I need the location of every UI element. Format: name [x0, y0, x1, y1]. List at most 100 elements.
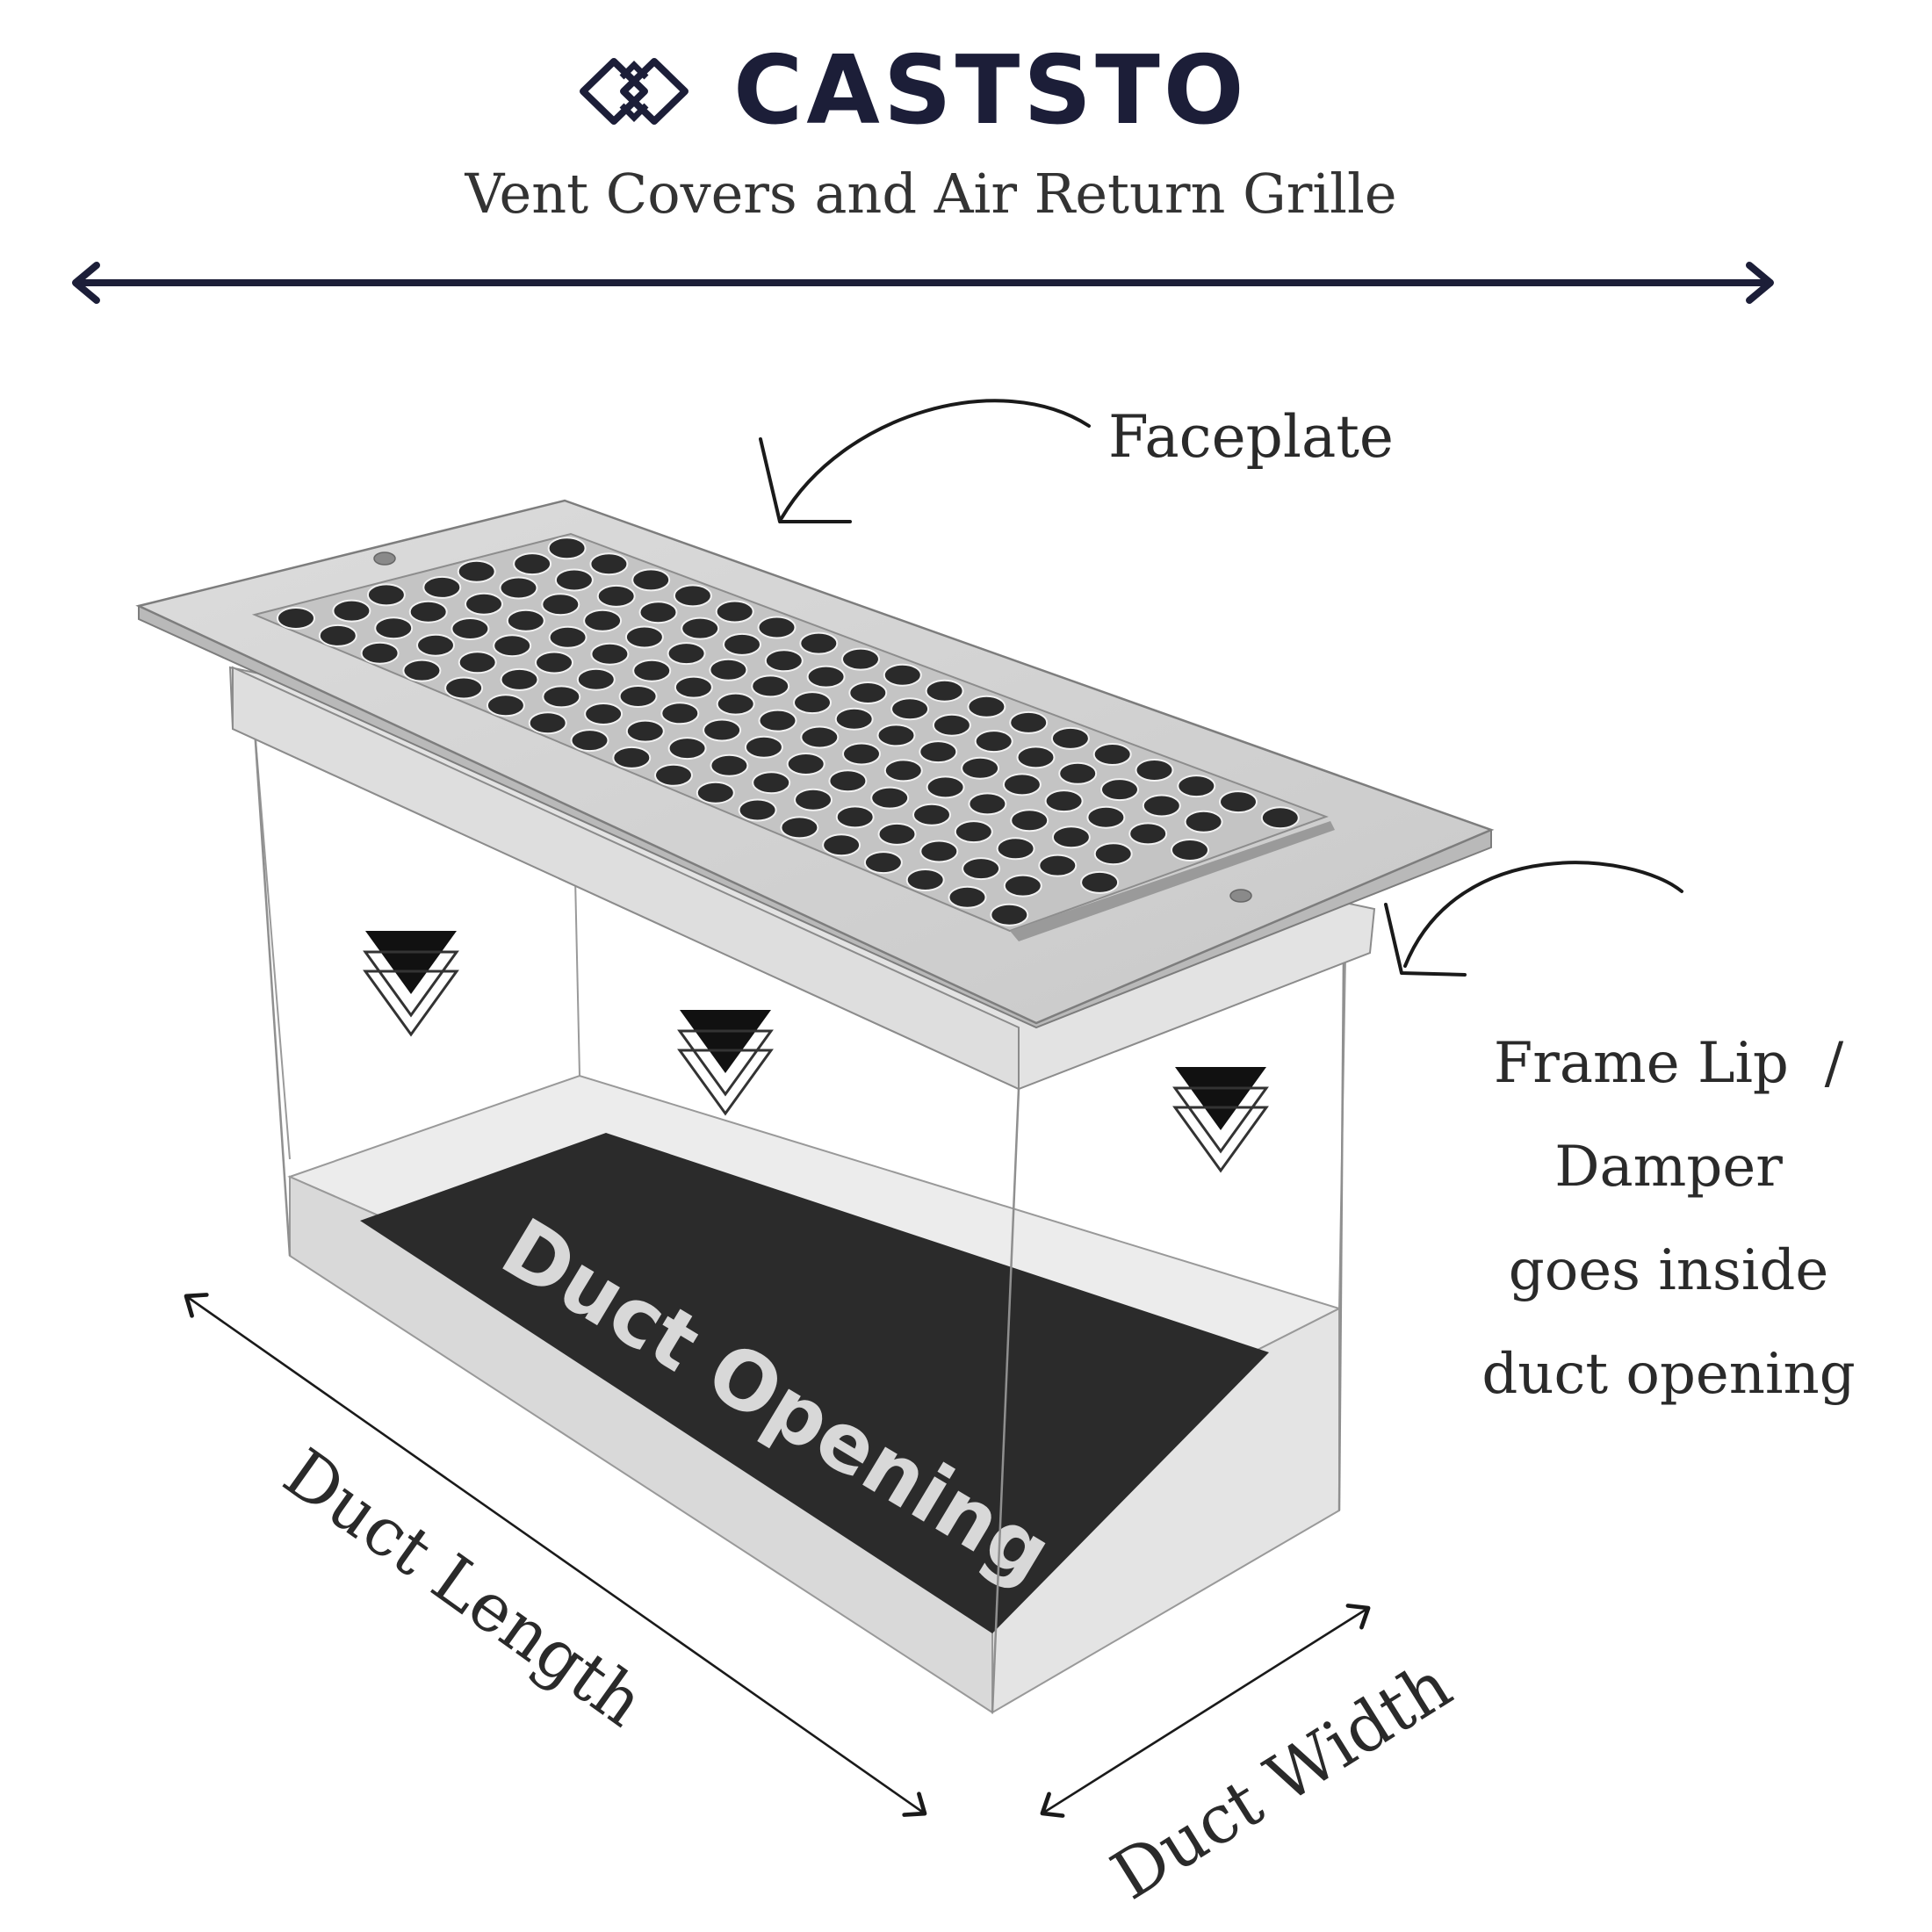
- duct-front-right-edge: [991, 1088, 1020, 1713]
- perforation-hole: [402, 659, 442, 682]
- frame-lip-line-3: goes inside: [1509, 1238, 1828, 1303]
- duct-width-arrow: [1040, 1604, 1371, 1818]
- perforation-hole: [654, 763, 693, 787]
- frame-lip-callout: Frame Lip / Damper goes inside duct open…: [1384, 861, 1856, 1407]
- perforation-hole: [618, 685, 658, 708]
- perforation-hole: [848, 681, 888, 704]
- perforation-hole: [703, 718, 742, 742]
- perforation-hole: [744, 735, 783, 759]
- perforation-hole: [870, 786, 910, 810]
- perforation-hole: [1219, 790, 1258, 814]
- perforation-hole: [738, 798, 777, 822]
- perforation-hole: [1050, 726, 1090, 750]
- duct-width-label: Duct Width: [1098, 1646, 1464, 1915]
- perforation-hole: [905, 869, 945, 891]
- perforation-hole: [416, 633, 455, 657]
- airflow-down-arrow-icon: [363, 931, 459, 1037]
- frame-lip-arrowhead: [1384, 903, 1467, 977]
- brand-header: CASTSTO Vent Covers and Air Return Grill…: [72, 36, 1774, 304]
- airflow-arrows: [363, 931, 1269, 1173]
- perforation-hole: [799, 631, 839, 655]
- perforation-hole: [506, 609, 545, 632]
- perforation-hole: [1086, 805, 1126, 829]
- perforation-hole: [996, 837, 1035, 861]
- perforation-hole: [576, 667, 616, 691]
- perforation-hole: [584, 703, 624, 725]
- perforation-hole: [1009, 710, 1049, 734]
- perforation-hole: [612, 746, 652, 769]
- perforation-hole: [883, 759, 923, 782]
- perforation-hole: [583, 609, 623, 632]
- duct-front-left-edge: [253, 728, 292, 1257]
- perforation-hole: [1135, 759, 1174, 782]
- perforation-hole: [624, 625, 664, 649]
- perforation-hole: [1128, 822, 1168, 846]
- perforation-hole: [780, 816, 819, 840]
- perforation-hole: [752, 771, 791, 795]
- perforation-hole: [974, 730, 1013, 753]
- perforation-hole: [570, 729, 609, 753]
- perforation-hole: [834, 707, 874, 731]
- screw-hole: [1229, 889, 1252, 903]
- diamond-logo-icon: [580, 58, 688, 125]
- frame-lip-line-4: duct opening: [1481, 1342, 1855, 1407]
- perforation-hole: [1044, 789, 1084, 813]
- perforation-hole: [786, 753, 825, 775]
- perforation-hole: [835, 805, 875, 829]
- perforation-hole: [493, 634, 532, 658]
- perforation-hole: [674, 675, 713, 699]
- perforation-hole: [710, 753, 749, 777]
- perforation-hole: [990, 903, 1029, 926]
- grille-bottom-slot: [1010, 821, 1335, 941]
- duct-back-right-edge: [1337, 956, 1345, 1511]
- perforation-hole: [541, 593, 580, 616]
- perforation-hole: [660, 702, 700, 725]
- perforation-hole: [912, 803, 951, 826]
- perforation-hole: [758, 709, 797, 732]
- perforation-hole: [277, 607, 315, 630]
- perforation-hole: [751, 674, 790, 698]
- perforation-hole: [667, 642, 706, 666]
- perforation-hole: [696, 781, 735, 804]
- perforation-hole: [667, 737, 707, 761]
- perforation-hole: [422, 575, 462, 599]
- perforation-hole: [1092, 743, 1132, 766]
- perforation-hole: [1010, 809, 1049, 833]
- perforation-hole: [554, 568, 594, 592]
- brand-name: CASTSTO: [733, 36, 1248, 146]
- perforation-hole: [408, 600, 448, 624]
- perforation-hole: [1100, 778, 1139, 802]
- perforation-hole: [632, 659, 672, 682]
- perforation-hole: [932, 713, 971, 737]
- perforation-hole: [1016, 746, 1056, 769]
- perforation-hole: [925, 679, 964, 703]
- perforation-hole: [458, 651, 497, 674]
- perforation-hole: [876, 724, 916, 747]
- perforation-hole: [715, 600, 754, 624]
- perforation-hole: [590, 642, 630, 666]
- perforation-hole: [877, 822, 917, 846]
- perforation-hole: [1080, 870, 1120, 894]
- screw-hole: [373, 551, 396, 566]
- perforation-hole: [961, 756, 1000, 780]
- perforation-hole: [794, 788, 833, 811]
- faceplate-label: Faceplate: [1108, 403, 1394, 471]
- perforation-hole: [547, 537, 587, 560]
- perforation-hole: [890, 697, 930, 721]
- perforation-hole: [1093, 842, 1133, 866]
- perforation-hole: [625, 719, 665, 743]
- frame-lip-line-2: Damper: [1554, 1135, 1783, 1200]
- perforation-hole: [863, 851, 903, 875]
- perforation-hole: [1038, 854, 1078, 877]
- perforation-hole: [374, 616, 414, 640]
- duct-length-arrow: [184, 1293, 927, 1817]
- perforation-hole: [822, 833, 861, 857]
- perforation-hole: [800, 725, 840, 749]
- faceplate-callout-arrow: [780, 399, 1091, 520]
- rule-arrowhead-left: [72, 262, 100, 304]
- perforation-hole: [366, 583, 406, 607]
- perforation-hole: [919, 840, 959, 863]
- perforation-hole: [1171, 839, 1209, 861]
- airflow-down-arrow-icon: [677, 1010, 774, 1116]
